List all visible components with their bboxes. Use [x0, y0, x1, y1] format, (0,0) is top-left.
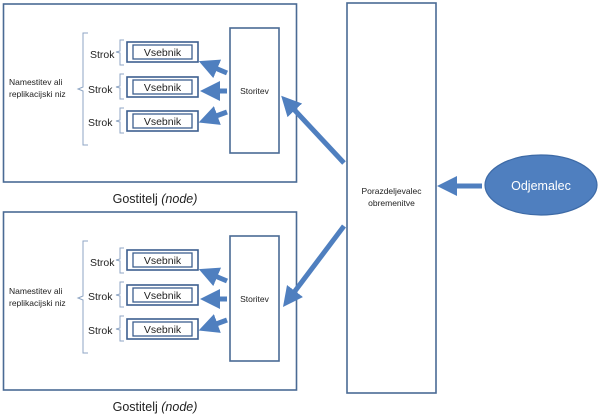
service-label: Storitev [240, 294, 270, 304]
container-label: Vsebnik [144, 82, 182, 94]
host-label-main: Gostitelj [113, 192, 162, 206]
container-box [132, 113, 193, 129]
host-label: Gostitelj (node) [113, 400, 198, 414]
service-label: Storitev [240, 86, 270, 96]
container-label: Vsebnik [144, 290, 182, 302]
pod-bracket [115, 39, 124, 66]
client-ellipse [484, 154, 598, 216]
lb-to-service-arrow [281, 95, 346, 165]
pod-label: Strok [88, 291, 113, 303]
container-box [132, 287, 193, 303]
pod-bracket [115, 107, 124, 134]
pod-label: Strok [88, 117, 113, 129]
deployment-label-line1: Namestitev ali [9, 77, 62, 87]
container-label: Vsebnik [144, 255, 182, 267]
pod-label: Strok [88, 84, 113, 96]
pod: Strok Vsebnik [90, 39, 199, 66]
load-balancer-box [346, 2, 437, 394]
pod-label: Strok [88, 325, 113, 337]
pod: Strok Vsebnik [88, 73, 199, 100]
service-to-pod-arrow [198, 106, 228, 125]
deployment-bracket [76, 32, 88, 146]
deployment-bracket [76, 240, 88, 354]
host-label: Gostitelj (node) [113, 192, 198, 206]
client: Odjemalec [484, 154, 598, 216]
host-label-italic: (node) [161, 192, 197, 206]
pod-bracket [115, 281, 124, 308]
client-label: Odjemalec [511, 179, 571, 193]
service-to-pod-arrow [198, 314, 228, 333]
container-box [132, 44, 193, 60]
lb-to-service-arrow [282, 224, 346, 307]
pod-label: Strok [90, 49, 115, 61]
service-to-pod-arrow [198, 59, 228, 79]
container-label: Vsebnik [144, 47, 182, 59]
container-box [132, 79, 193, 95]
pod: Strok Vsebnik [90, 247, 199, 274]
container-label: Vsebnik [144, 116, 182, 128]
pod: Strok Vsebnik [88, 315, 199, 342]
container-box [132, 321, 193, 337]
host-node-2: Namestitev ali replikacijski niz Strok V… [2, 211, 298, 414]
container-box [132, 252, 193, 268]
host-label-main: Gostitelj [113, 400, 162, 414]
load-balancer-label-line1: Porazdeljevalec [361, 186, 422, 196]
deployment-label-line2: replikacijski niz [9, 89, 66, 99]
service-to-pod-arrow [198, 267, 228, 287]
host-label-italic: (node) [161, 400, 197, 414]
container-label: Vsebnik [144, 324, 182, 336]
service-box [229, 27, 280, 154]
load-balancer-label-line2: obremenitve [368, 198, 415, 208]
service-box [229, 235, 280, 362]
pod-bracket [115, 315, 124, 342]
deployment-label-line2: replikacijski niz [9, 298, 66, 308]
pod-bracket [115, 247, 124, 274]
pod-bracket [115, 73, 124, 100]
host-node-1: Namestitev ali replikacijski niz Strok V… [2, 3, 298, 206]
pod: Strok Vsebnik [88, 281, 199, 308]
pod-label: Strok [90, 257, 115, 269]
pod: Strok Vsebnik [88, 107, 199, 134]
deployment-label-line1: Namestitev ali [9, 286, 62, 296]
load-balancer: Porazdeljevalec obremenitve [346, 2, 437, 394]
